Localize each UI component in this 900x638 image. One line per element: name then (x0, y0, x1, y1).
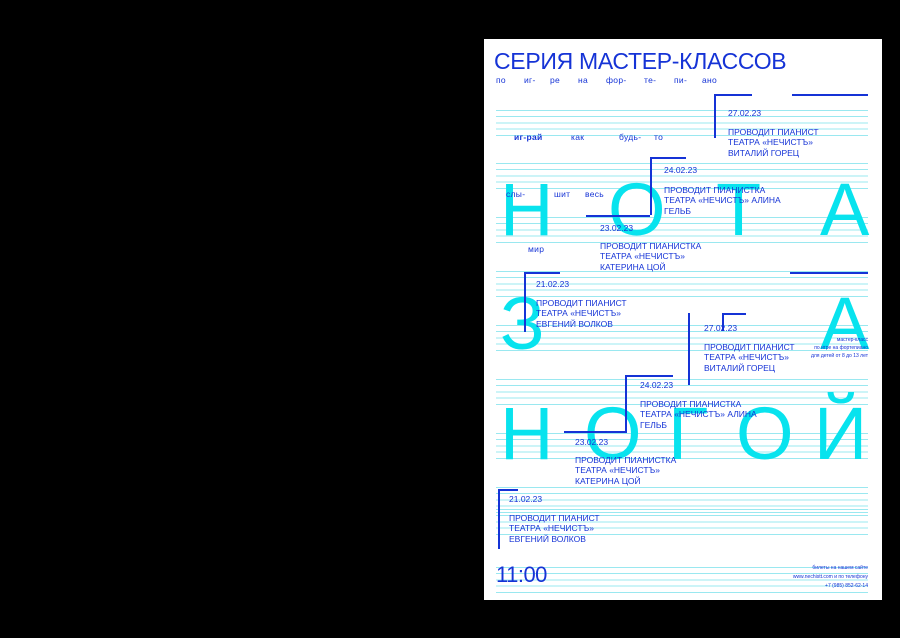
page-title: СЕРИЯ МАСТЕР-КЛАССОВ (494, 48, 787, 74)
subtitle-syllable: на (578, 75, 589, 85)
staff-lines (496, 379, 868, 405)
bracket-line (524, 272, 526, 332)
staff-lines (496, 433, 868, 459)
bracket-line (625, 375, 627, 433)
lyric-syllable: слы- (506, 189, 526, 199)
subtitle-syllable: по (496, 75, 506, 85)
bracket-line (650, 157, 652, 215)
event-date: 24.02.23 (640, 380, 674, 390)
bracket-line (714, 94, 752, 96)
lyric-syllable: весь (585, 189, 605, 199)
subtitle-syllable: иг- (524, 75, 536, 85)
staff-lines (496, 110, 868, 136)
staff-lines (496, 487, 868, 513)
event-text: ПРОВОДИТ ПИАНИСТ ТЕАТРА «НЕЧИСТЪ» ЕВГЕНИ… (509, 513, 600, 544)
contacts-line[interactable]: www.nechistt.com и по телефону (792, 574, 868, 580)
bracket-line (650, 157, 686, 159)
bracket-line (688, 313, 690, 385)
big-letter: А (820, 168, 870, 251)
staff-lines (496, 271, 868, 297)
big-letter: О (584, 392, 642, 475)
contacts-line: билеты на нашем сайте (812, 565, 868, 571)
staff-lines (496, 567, 868, 593)
lyric-syllable: как (571, 132, 585, 142)
bracket-line (564, 431, 626, 433)
event-date: 23.02.23 (600, 223, 634, 233)
bracket-line (722, 313, 746, 315)
big-letter: А (820, 282, 870, 365)
event-date: 23.02.23 (575, 437, 609, 447)
event-date: 24.02.23 (664, 165, 698, 175)
bracket-line (498, 489, 500, 549)
event-time: 11:00 (496, 562, 547, 587)
staff-lines (496, 509, 868, 535)
bracket-line (498, 489, 518, 491)
poster: Н О Т А З А Н О Г О Й СЕРИЯ МАСТЕР-КЛАСС… (484, 39, 882, 600)
big-letter: Н (500, 392, 554, 475)
event-text: ПРОВОДИТ ПИАНИСТ ТЕАТРА «НЕЧИСТЪ» ВИТАЛИ… (704, 342, 795, 373)
event-date: 21.02.23 (536, 279, 570, 289)
subtitle-syllable: ре (550, 75, 561, 85)
subtitle-syllable: пи- (674, 75, 688, 85)
big-letter: Й (814, 392, 868, 475)
big-letter: Н (500, 168, 554, 251)
lyric-syllable: мир (528, 244, 545, 254)
bracket-line (790, 272, 868, 274)
event-text: ПРОВОДИТ ПИАНИСТ ТЕАТРА «НЕЧИСТЪ» ЕВГЕНИ… (536, 298, 627, 329)
event-text: ПРОВОДИТ ПИАНИСТКА ТЕАТРА «НЕЧИСТЪ» АЛИН… (664, 185, 781, 216)
lyric-syllable: будь- (619, 132, 642, 142)
big-letter: О (608, 168, 666, 251)
lyric-syllable: то (654, 132, 664, 142)
big-letter: З (500, 282, 545, 365)
bracket-line (714, 94, 716, 138)
side-note-line: мастер-класс (836, 337, 868, 343)
event-text: ПРОВОДИТ ПИАНИСТ ТЕАТРА «НЕЧИСТЪ» ВИТАЛИ… (728, 127, 819, 158)
subtitle-syllable: ано (702, 75, 718, 85)
staff-lines (496, 163, 868, 189)
bracket-line (722, 313, 724, 331)
bracket-line (586, 215, 650, 217)
subtitle-syllable: фор- (606, 75, 627, 85)
event-date: 27.02.23 (704, 323, 738, 333)
bracket-line (792, 94, 868, 96)
side-note-line: для детей от 8 до 13 лет (810, 353, 868, 359)
lyric-syllable: иг-рай (514, 132, 543, 142)
event-text: ПРОВОДИТ ПИАНИСТКА ТЕАТРА «НЕЧИСТЪ» КАТЕ… (575, 455, 677, 486)
big-letter: О (736, 392, 794, 475)
event-date: 21.02.23 (509, 494, 543, 504)
staff-lines (496, 325, 868, 351)
bracket-line (625, 375, 673, 377)
bracket-line (524, 272, 560, 274)
staff-lines (496, 217, 868, 243)
event-date: 27.02.23 (728, 108, 762, 118)
subtitle-syllable: те- (644, 75, 657, 85)
event-text: ПРОВОДИТ ПИАНИСТКА ТЕАТРА «НЕЧИСТЪ» АЛИН… (640, 399, 757, 430)
lyric-syllable: шит (554, 189, 571, 199)
event-text: ПРОВОДИТ ПИАНИСТКА ТЕАТРА «НЕЧИСТЪ» КАТЕ… (600, 241, 702, 272)
contacts-line: +7 (985) 852-62-14 (825, 583, 868, 589)
side-note-line: по игре на фортепиано (814, 345, 868, 351)
big-letter: Т (716, 168, 762, 251)
big-letter: Г (668, 392, 709, 475)
